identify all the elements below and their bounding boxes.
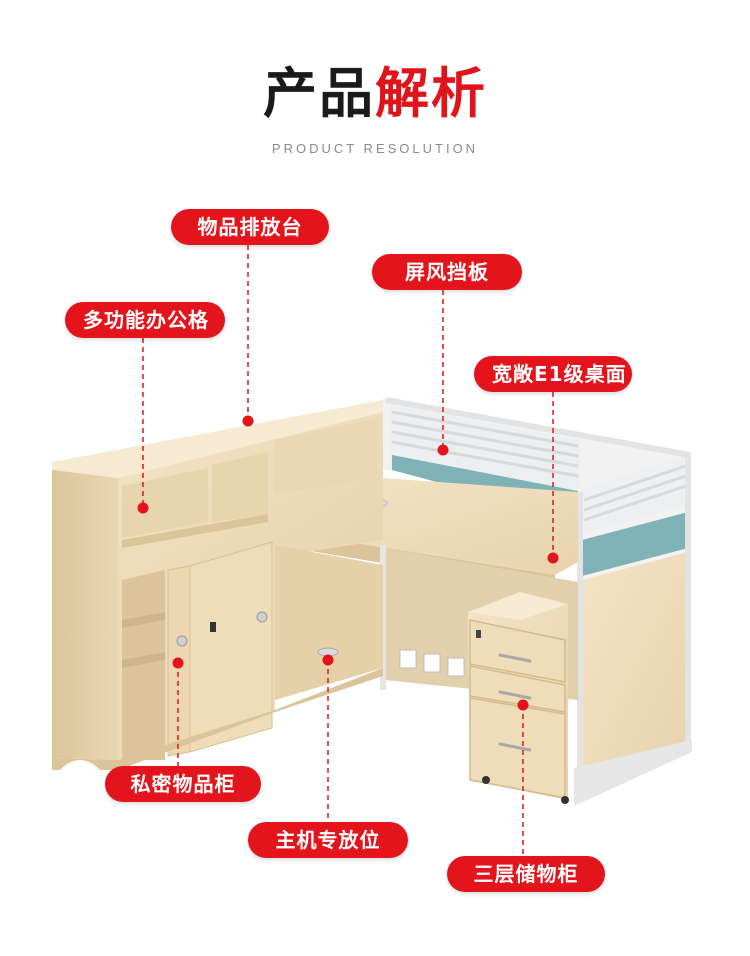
page-title: 产品解析	[0, 62, 750, 126]
label-screen-panel: 屏风挡板	[372, 254, 522, 290]
label-three-drawer-cabinet: 三层储物柜	[447, 856, 605, 892]
label-e1-desktop: 宽敞E1级桌面	[474, 356, 632, 392]
pointer-dots	[137, 415, 559, 711]
label-private-cabinet: 私密物品柜	[105, 766, 261, 802]
label-item-storage-top: 物品排放台	[171, 209, 329, 245]
label-host-position: 主机专放位	[248, 822, 408, 858]
pointer-lines	[142, 245, 554, 856]
label-multi-office-grid: 多功能办公格	[65, 302, 225, 338]
drawer-pedestal	[468, 592, 569, 804]
left-cabinet	[52, 400, 383, 770]
title-dark-part: 产品	[263, 62, 375, 125]
page-subtitle: PRODUCT RESOLUTION	[271, 141, 479, 156]
title-red-part: 解析	[375, 62, 487, 125]
